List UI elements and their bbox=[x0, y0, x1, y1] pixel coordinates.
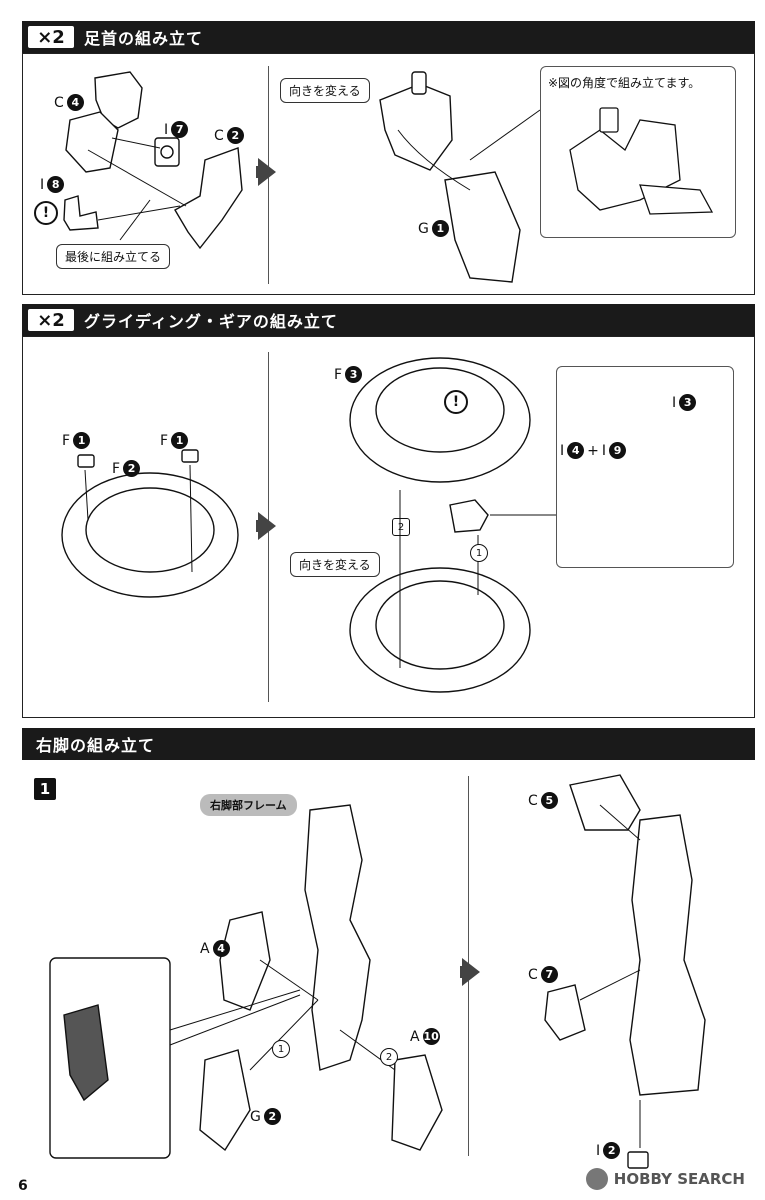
callout-change-direction: 向きを変える bbox=[290, 552, 380, 577]
step-marker-2: 2 bbox=[380, 1048, 398, 1066]
gliding-gear-diagram bbox=[61, 357, 687, 693]
step-marker-1: 1 bbox=[272, 1040, 290, 1058]
frame-tag: 右脚部フレーム bbox=[200, 794, 297, 816]
ankle-parts-diagram bbox=[63, 71, 541, 283]
step-marker-1: 1 bbox=[470, 544, 488, 562]
step-arrow-icon bbox=[462, 958, 480, 986]
multiplier-badge: ×2 bbox=[28, 309, 74, 331]
multiplier-badge: ×2 bbox=[28, 26, 74, 48]
note-angle: ※図の角度で組み立てます。 bbox=[548, 76, 701, 90]
step-arrow-icon bbox=[258, 512, 276, 540]
detail-box-joint bbox=[556, 366, 734, 568]
section-header-gliding-gear: ×2 グライディング・ギアの組み立て bbox=[22, 304, 755, 336]
section-title: グライディング・ギアの組み立て bbox=[84, 312, 338, 331]
section-title: 足首の組み立て bbox=[84, 29, 204, 48]
callout-change-direction: 向きを変える bbox=[280, 78, 370, 103]
warning-icon: ! bbox=[444, 390, 468, 414]
watermark: HOBBY SEARCH bbox=[585, 1168, 745, 1190]
step-arrow-icon bbox=[258, 158, 276, 186]
page-number: 6 bbox=[18, 1178, 28, 1194]
watermark-logo-icon bbox=[585, 1168, 608, 1190]
step-number: 1 bbox=[34, 778, 56, 800]
angle-detail-diagram bbox=[569, 107, 714, 215]
warning-icon: ! bbox=[34, 201, 58, 225]
step-marker-2: 2 bbox=[392, 518, 410, 536]
step-arrow-tail bbox=[460, 966, 470, 978]
step-arrow-tail bbox=[256, 166, 266, 178]
step-arrow-tail bbox=[256, 520, 266, 532]
section-header-right-leg: 右脚の組み立て bbox=[22, 728, 755, 760]
section-title: 右脚の組み立て bbox=[36, 736, 156, 755]
callout-assemble-last: 最後に組み立てる bbox=[56, 244, 171, 269]
section-header-ankle: ×2 足首の組み立て bbox=[22, 21, 755, 53]
